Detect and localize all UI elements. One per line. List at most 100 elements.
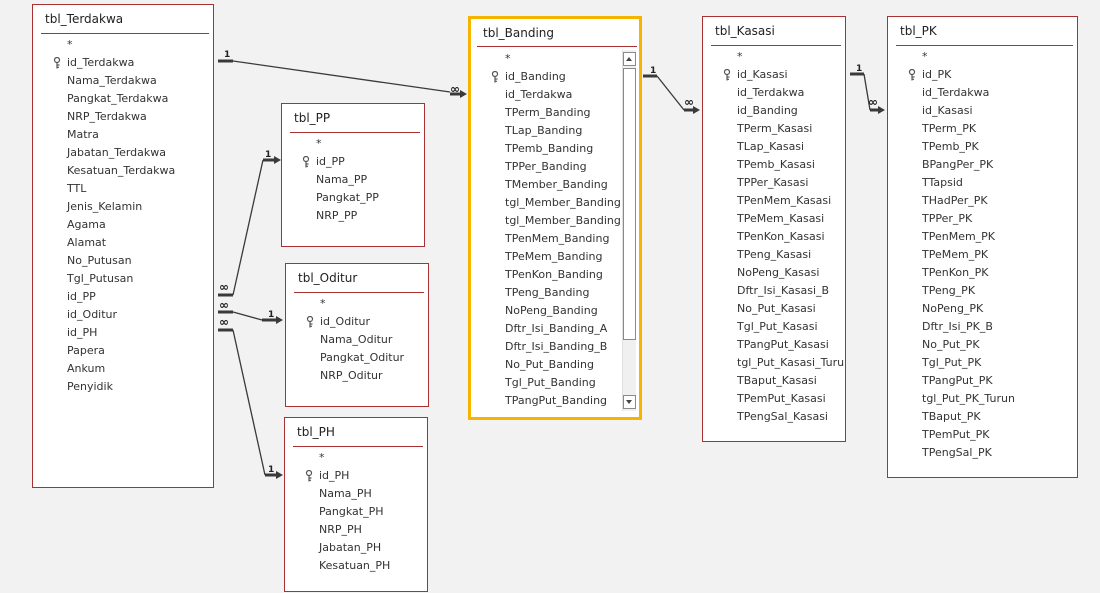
field-all-columns[interactable]: * (888, 48, 1077, 66)
field-all-columns[interactable]: * (33, 36, 213, 54)
field-row[interactable]: TPenKon_Banding (471, 266, 621, 284)
field-row[interactable]: TPPer_PK (888, 210, 1077, 228)
field-row[interactable]: tgl_Member_Banding1 (471, 194, 621, 212)
field-row[interactable]: TPeng_Banding (471, 284, 621, 302)
field-row[interactable]: TPeMem_Banding (471, 248, 621, 266)
field-row[interactable]: TPenKon_Kasasi (703, 228, 845, 246)
field-row[interactable]: No_Put_Kasasi (703, 300, 845, 318)
field-row[interactable]: TBaput_PK (888, 408, 1077, 426)
field-row[interactable]: No_Putusan (33, 252, 213, 270)
table-title[interactable]: tbl_Terdakwa (45, 12, 124, 26)
table-title[interactable]: tbl_Oditur (298, 271, 358, 285)
field-row[interactable]: tgl_Member_Banding2 (471, 212, 621, 230)
field-row[interactable]: Dftr_Isi_PK_B (888, 318, 1077, 336)
scroll-down-arrow-icon[interactable] (623, 395, 636, 409)
field-row[interactable]: TTapsid (888, 174, 1077, 192)
field-row[interactable]: THadPer_PK (888, 192, 1077, 210)
field-row[interactable]: TPenKon_PK (888, 264, 1077, 282)
field-row[interactable]: Jenis_Kelamin (33, 198, 213, 216)
field-primary-key[interactable]: id_Terdakwa (33, 54, 213, 72)
field-row[interactable]: NoPeng_PK (888, 300, 1077, 318)
field-row[interactable]: Papera (33, 342, 213, 360)
field-all-columns[interactable]: * (282, 135, 424, 153)
field-primary-key[interactable]: id_Oditur (286, 313, 428, 331)
field-all-columns[interactable]: * (286, 295, 428, 313)
field-row[interactable]: Pangkat_Oditur (286, 349, 428, 367)
field-row[interactable]: id_Terdakwa (703, 84, 845, 102)
field-row[interactable]: BPangPer_PK (888, 156, 1077, 174)
table-title[interactable]: tbl_PH (297, 425, 335, 439)
field-row[interactable]: TPengSal_Kasasi (703, 408, 845, 426)
scroll-thumb[interactable] (623, 68, 636, 340)
field-row[interactable]: TPerm_Banding (471, 104, 621, 122)
field-row[interactable]: TPemb_PK (888, 138, 1077, 156)
field-row[interactable]: id_Terdakwa (888, 84, 1077, 102)
field-row[interactable]: Tgl_Put_PK (888, 354, 1077, 372)
field-row[interactable]: TPenMem_Banding (471, 230, 621, 248)
table-title[interactable]: tbl_Banding (483, 26, 555, 40)
field-row[interactable]: TPemb_Banding (471, 140, 621, 158)
field-row[interactable]: id_Terdakwa (471, 86, 621, 104)
field-primary-key[interactable]: id_PH (285, 467, 427, 485)
field-primary-key[interactable]: id_Kasasi (703, 66, 845, 84)
table-title[interactable]: tbl_PP (294, 111, 331, 125)
field-row[interactable]: TPPer_Banding (471, 158, 621, 176)
field-row[interactable]: Pangkat_Terdakwa (33, 90, 213, 108)
field-row[interactable]: TPeng_PK (888, 282, 1077, 300)
field-row[interactable]: TMember_Banding (471, 176, 621, 194)
field-row[interactable]: NRP_PP (282, 207, 424, 225)
field-row[interactable]: Tgl_Put_Kasasi (703, 318, 845, 336)
field-row[interactable]: Ankum (33, 360, 213, 378)
field-row[interactable]: tgl_Put_Kasasi_Turun (703, 354, 845, 372)
field-row[interactable]: id_PH (33, 324, 213, 342)
field-row[interactable]: Nama_Oditur (286, 331, 428, 349)
field-primary-key[interactable]: id_PK (888, 66, 1077, 84)
field-row[interactable]: TPangPut_Kasasi (703, 336, 845, 354)
field-row[interactable]: TPenMem_PK (888, 228, 1077, 246)
field-row[interactable]: TPemPut_PK (888, 426, 1077, 444)
field-row[interactable]: TLap_Kasasi (703, 138, 845, 156)
field-row[interactable]: TPeMem_PK (888, 246, 1077, 264)
field-row[interactable]: Dftr_Isi_Kasasi_B (703, 282, 845, 300)
vertical-scrollbar[interactable] (622, 50, 636, 411)
field-row[interactable]: Pangkat_PH (285, 503, 427, 521)
field-row[interactable]: Jabatan_Terdakwa (33, 144, 213, 162)
field-row[interactable]: Nama_PH (285, 485, 427, 503)
field-row[interactable]: NRP_PH (285, 521, 427, 539)
field-row[interactable]: Agama (33, 216, 213, 234)
field-row[interactable]: id_Kasasi (888, 102, 1077, 120)
field-row[interactable]: TPemPut_Kasasi (703, 390, 845, 408)
field-row[interactable]: id_Banding (703, 102, 845, 120)
field-row[interactable]: TPeMem_Kasasi (703, 210, 845, 228)
field-row[interactable]: NRP_Oditur (286, 367, 428, 385)
field-row[interactable]: TPenMem_Kasasi (703, 192, 845, 210)
field-all-columns[interactable]: * (285, 449, 427, 467)
field-row[interactable]: Tgl_Putusan (33, 270, 213, 288)
field-row[interactable]: Kesatuan_Terdakwa (33, 162, 213, 180)
field-row[interactable]: NoPeng_Kasasi (703, 264, 845, 282)
field-row[interactable]: TLap_Banding (471, 122, 621, 140)
field-row[interactable]: TPPer_Kasasi (703, 174, 845, 192)
field-row[interactable]: No_Put_PK (888, 336, 1077, 354)
field-row[interactable]: Penyidik (33, 378, 213, 396)
field-row[interactable]: TPerm_Kasasi (703, 120, 845, 138)
table-title[interactable]: tbl_Kasasi (715, 24, 775, 38)
field-row[interactable]: id_Oditur (33, 306, 213, 324)
field-row[interactable]: TPemb_Kasasi (703, 156, 845, 174)
field-row[interactable]: Dftr_Isi_Banding_A (471, 320, 621, 338)
field-row[interactable]: TPerm_PK (888, 120, 1077, 138)
field-row[interactable]: Matra (33, 126, 213, 144)
field-row[interactable]: Kesatuan_PH (285, 557, 427, 575)
field-all-columns[interactable]: * (703, 48, 845, 66)
field-row[interactable]: TPangPut_Banding (471, 392, 621, 410)
field-row[interactable]: Pangkat_PP (282, 189, 424, 207)
table-title[interactable]: tbl_PK (900, 24, 937, 38)
scroll-up-arrow-icon[interactable] (623, 52, 636, 66)
field-row[interactable]: Alamat (33, 234, 213, 252)
